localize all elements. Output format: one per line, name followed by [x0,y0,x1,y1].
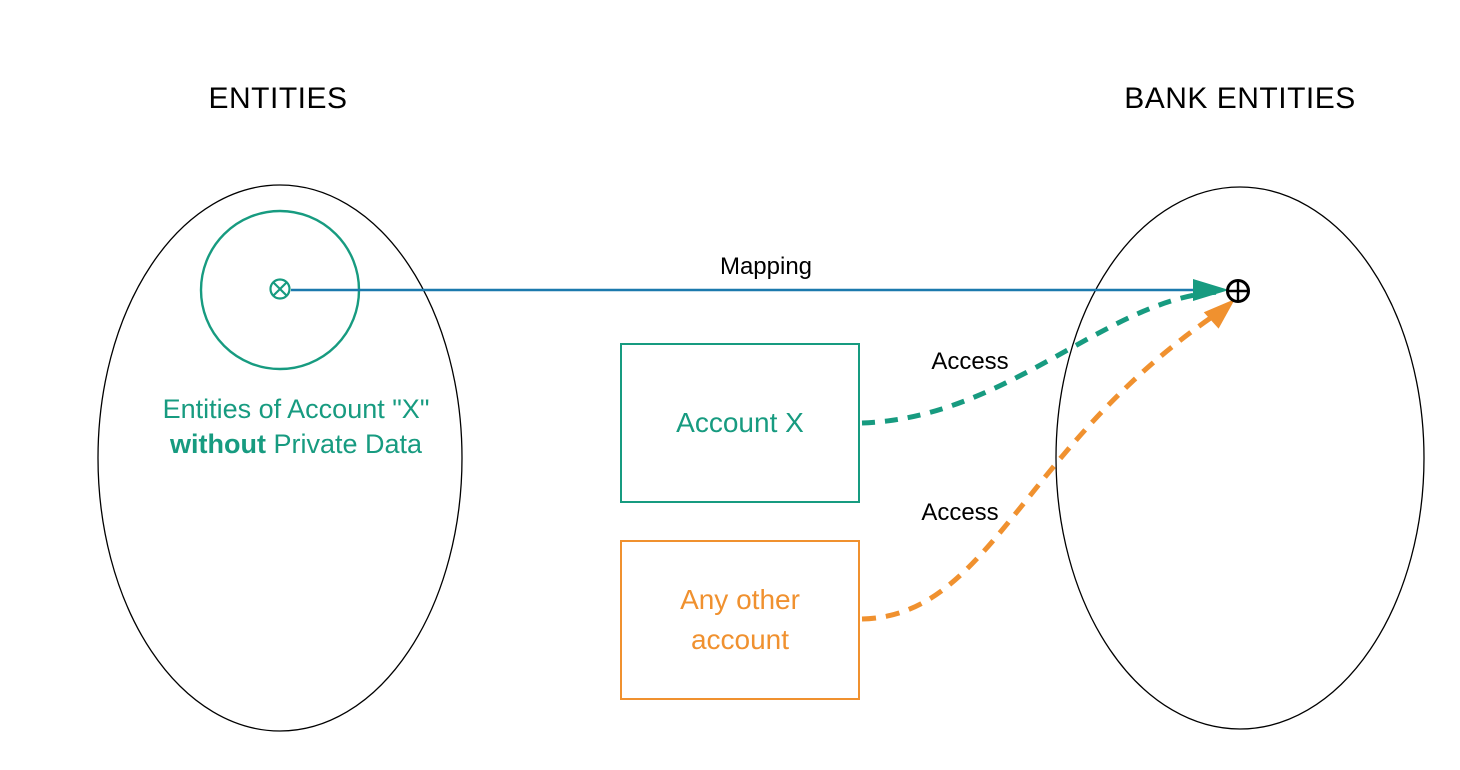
bank-entities-title: BANK ENTITIES [1124,82,1356,115]
entities-inner-label-line2: without Private Data [163,427,430,462]
other-account-label: Any other account [680,580,800,660]
account-x-label: Account X [676,407,804,438]
access-orange-edge [861,314,1214,622]
bank-entities-ellipse [1055,186,1425,730]
entities-inner-label-line1: Entities of Account "X" [162,394,430,424]
entities-ellipse [97,184,463,732]
circled-plus-icon [1226,279,1250,303]
circled-times-icon [269,278,291,300]
access-teal-label: Access [931,348,1009,375]
access-teal-edge [861,289,1223,426]
mapping-label: Mapping [719,253,813,280]
entities-title: ENTITIES [208,82,348,115]
other-account-label-line2: account [690,624,790,655]
entities-inner-label: Entities of Account "X" without Private … [163,392,430,462]
mapping-arrowhead [1193,279,1229,301]
entities-inner-label-without: without [169,429,266,459]
access-orange-label: Access [921,499,999,526]
entities-inner-label-rest: Private Data [265,429,423,459]
account-x-box: Account X [620,343,860,503]
other-account-box: Any other account [620,540,860,700]
access-orange-arrowhead [1203,299,1235,329]
other-account-label-line1: Any other [680,584,800,615]
